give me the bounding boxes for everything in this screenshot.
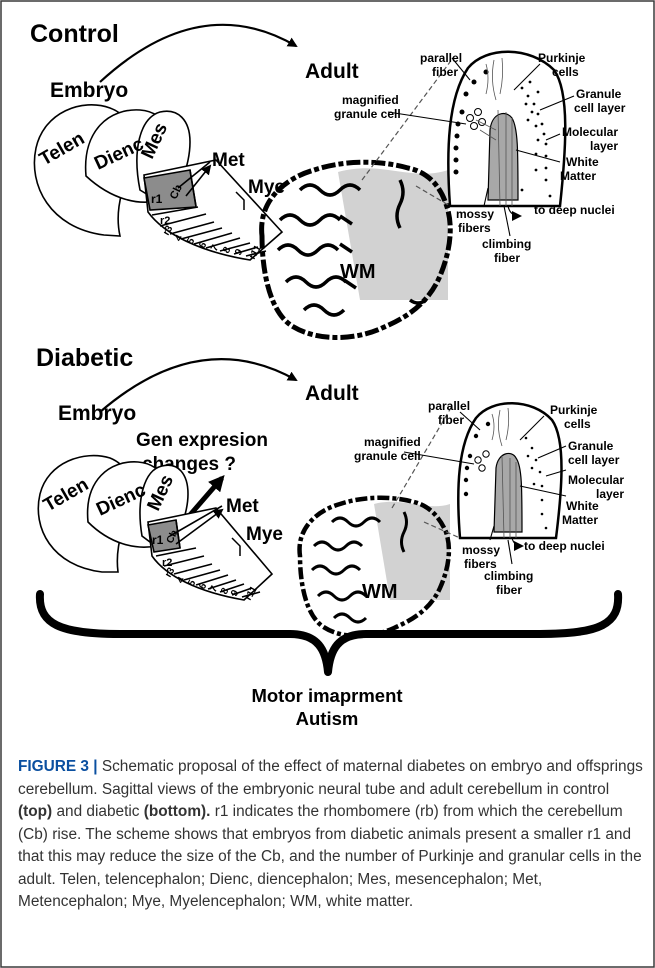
parallel-fiber-label-line1: parallel [420,51,462,65]
mossy-label-line1: mossy [456,207,494,221]
climbing-label-line2: fiber [496,583,522,597]
deep-nuclei-label: to deep nuclei [534,203,615,217]
adult-cerebellum: WM [262,162,451,337]
mossy-label-line2: fibers [458,221,491,235]
to-deep-nuclei-arrow [508,206,520,216]
granule-layer-label-line1: Granule [568,439,614,453]
purkinje-label-line2: cells [564,417,591,431]
development-arrow [100,25,296,82]
diabetic-panel: Diabetic Embryo Adult Gen expresion chan… [36,344,624,636]
figure-caption: FIGURE 3 | Schematic proposal of the eff… [18,756,643,914]
question-line1: Gen expresion [136,430,268,451]
met-label: Met [226,496,259,517]
purkinje-label-line1: Purkinje [550,403,598,417]
granule-layer-label-line1: Granule [576,87,622,101]
white-matter-label-line2: Matter [560,169,596,183]
embryo-label: Embryo [50,79,128,102]
wm-label: WM [340,261,376,283]
molecular-label-line2: layer [596,487,624,501]
control-title: Control [30,20,119,48]
met-label: Met [212,150,245,171]
adult-label: Adult [305,382,359,405]
outcome-line2: Autism [296,708,359,729]
r1-label: r1 [151,192,163,206]
mye-label: Mye [246,524,283,545]
parallel-fiber-label-line2: fiber [432,65,458,79]
magnified-label-line1: magnified [364,435,421,449]
deep-nuclei-label: to deep nuclei [524,539,605,553]
outcome-line1: Motor imaprment [251,685,402,706]
folium-white-matter [494,453,522,532]
climbing-label-line1: climbing [482,237,531,251]
molecular-label-line2: layer [590,139,618,153]
molecular-label-line1: Molecular [562,125,618,139]
adult-cerebellum: WM [300,498,450,636]
purkinje-label-line1: Purkinje [538,51,586,65]
outcome-brace [40,594,618,672]
white-matter-label-line2: Matter [562,513,598,527]
caption-text-2: and diabetic [52,803,144,820]
caption-text-1: Schematic proposal of the effect of mate… [18,758,643,798]
parallel-fiber-label-line2: fiber [438,413,464,427]
adult-label: Adult [305,60,359,83]
caption-bottom: (bottom). [144,803,211,820]
magnified-label-line1: magnified [342,93,399,107]
diabetic-title: Diabetic [36,344,133,372]
magnified-label-line2: granule cell [354,449,421,463]
granule-layer-label-line2: cell layer [568,453,620,467]
folium-white-matter [488,114,518,200]
r1-label: r1 [152,533,164,547]
embryo-label: Embryo [58,402,136,425]
white-matter-label-line1: White [566,499,599,513]
caption-top: (top) [18,803,52,820]
control-panel: Control Embryo Adult Telen Dienc Mes Met… [30,20,626,338]
climbing-label-line2: fiber [494,251,520,265]
molecular-label-line1: Molecular [568,473,624,487]
magnified-label-line2: granule cell [334,107,401,121]
purkinje-label-line2: cells [552,65,579,79]
embryo-neural-tube [38,456,272,600]
wm-label: WM [362,581,398,603]
caption-label: FIGURE 3 | [18,758,98,775]
granule-layer-label-line2: cell layer [574,101,626,115]
parallel-fiber-label-line1: parallel [428,399,470,413]
climbing-label-line1: climbing [484,569,533,583]
white-matter-label-line1: White [566,155,599,169]
magnified-folium [448,52,565,216]
mossy-label-line1: mossy [462,543,500,557]
